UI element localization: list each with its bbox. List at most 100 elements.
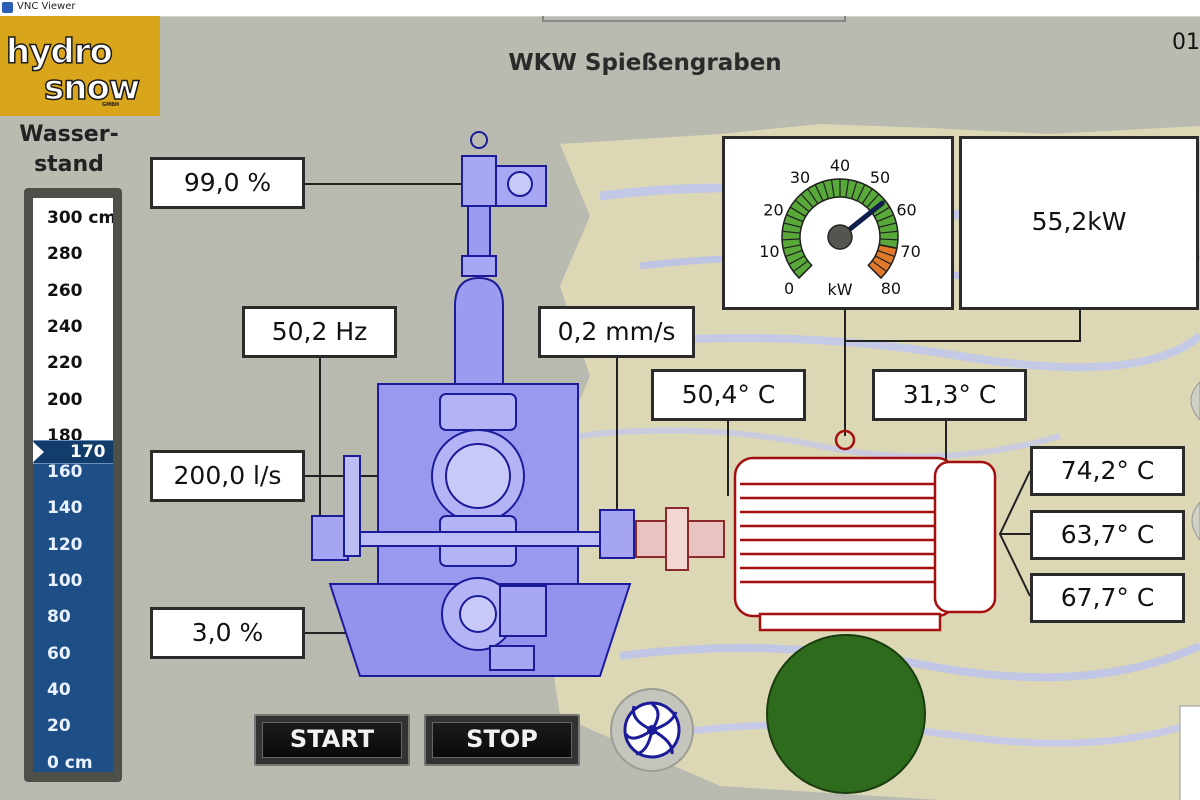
gauge-tick-label: 40: [830, 156, 850, 175]
window-titlebar: VNC Viewer: [0, 0, 1200, 17]
partial-round-button[interactable]: [1190, 381, 1200, 421]
water-level-tick: 240: [47, 316, 83, 337]
valve-top-opening-display: 99,0 %: [150, 157, 305, 209]
status-indicator-lamp: [766, 634, 926, 794]
turbine-runner-graphic: [623, 701, 681, 759]
right-edge-partial-elements: [1179, 381, 1200, 800]
gauge-tick-mark: [794, 199, 810, 213]
flow-value: 200,0 l/s: [173, 461, 282, 490]
water-level-label: Wasser- stand: [14, 120, 124, 180]
bypass-base: [489, 645, 535, 671]
turbine-runner-icon: [610, 688, 694, 772]
water-streak: [619, 642, 1200, 682]
penstock-pipe: [454, 276, 504, 387]
water-level-tick: 260: [47, 280, 83, 301]
water-level-tick: 40: [47, 679, 71, 700]
gauge-tick-label: 0: [784, 279, 794, 298]
start-button[interactable]: START: [254, 714, 410, 766]
stop-button-face: [432, 722, 572, 758]
bearing-temp-left-value: 50,4° C: [681, 380, 776, 409]
gauge-tick-mark: [788, 255, 806, 265]
bearing-right: [599, 509, 635, 559]
gauge-tick-mark: [876, 214, 894, 223]
gauge-tick-label: 80: [881, 279, 901, 298]
gauge-tick-mark: [874, 206, 891, 217]
gauge-tick-mark: [822, 181, 829, 199]
winding-temp-1-display: 74,2° C: [1030, 446, 1185, 496]
gauge-tick-mark: [874, 255, 892, 265]
bypass-valve-inner: [459, 595, 497, 633]
frequency-display: 50,2 Hz: [242, 306, 397, 358]
gauge-tick-mark: [879, 238, 898, 241]
vnc-toolbar-handle[interactable]: [542, 16, 846, 22]
clock-partial: 01: [1172, 30, 1200, 55]
partial-round-button[interactable]: [1191, 501, 1200, 541]
gauge-tick-mark: [830, 179, 835, 198]
water-level-tick: 220: [47, 353, 83, 374]
winding-temp-3-value: 67,7° C: [1060, 583, 1155, 612]
valve-motor-face: [507, 171, 533, 197]
winding-temp-3-display: 67,7° C: [1030, 573, 1185, 623]
generator: [733, 429, 997, 632]
gauge-tick-mark: [851, 181, 858, 199]
gauge-tick-mark: [782, 238, 801, 241]
gauge-tick-mark: [861, 188, 873, 205]
gauge-tick-label: 60: [896, 200, 916, 219]
gauge-tick-mark: [856, 184, 866, 202]
gauge-tick-label: 50: [870, 168, 890, 187]
water-level-tick: 160: [47, 462, 83, 483]
upper-flange: [439, 393, 517, 431]
gauge-tick-mark: [798, 264, 813, 279]
gauge-tick-mark: [866, 193, 880, 208]
valve-top-opening-value: 99,0 %: [183, 168, 272, 197]
gauge-tick-label: 10: [759, 242, 779, 261]
turbine-assembly: [311, 131, 661, 677]
window-title: VNC Viewer: [17, 1, 76, 12]
stem-coupling: [461, 255, 497, 277]
water-level-tick: 80: [47, 607, 71, 628]
logo-text-line2: snow: [43, 67, 141, 109]
water-streak: [599, 332, 1200, 372]
gauge-tick-mark: [782, 230, 801, 234]
water-level-marker: 170: [33, 439, 113, 464]
connector-line: [845, 308, 1081, 342]
lifting-eye: [834, 429, 856, 451]
logo-text-line1: hydro: [5, 31, 113, 73]
water-streak: [579, 427, 1061, 460]
start-button-face: [262, 722, 402, 758]
frequency-value: 50,2 Hz: [271, 317, 368, 346]
fan-cover: [933, 460, 997, 614]
water-level-tick: 280: [47, 244, 83, 265]
stop-button[interactable]: STOP: [424, 714, 580, 766]
company-logo: hydro snow GMBH: [0, 16, 160, 116]
shaft-coupling: [635, 507, 725, 571]
gauge-hub: [827, 224, 853, 250]
flow-display: 200,0 l/s: [150, 450, 305, 502]
coupling-flange: [665, 507, 689, 571]
power-value: 55,2kW: [1031, 207, 1127, 236]
water-level-tick: 200: [47, 389, 83, 410]
gauge-tick-mark: [782, 244, 801, 249]
water-level-tick: 300 cm: [47, 208, 113, 228]
gauge-tick-mark: [814, 184, 824, 202]
bypass-actuator: [499, 585, 547, 637]
gauge-tick-mark: [785, 249, 803, 258]
stop-button-label: STOP: [466, 725, 538, 753]
gauge-tick-mark: [807, 188, 819, 205]
water-level-tick: 60: [47, 643, 71, 664]
vibration-value: 0,2 mm/s: [557, 317, 676, 346]
logo-text-line3: GMBH: [102, 102, 120, 108]
bearing-temp-right-display: 31,3° C: [872, 369, 1027, 421]
gauge-tick-mark: [879, 244, 898, 249]
gauge-tick-mark: [871, 260, 887, 273]
gauge-tick-label: 70: [900, 242, 920, 261]
bearing-temp-left-display: 50,4° C: [651, 369, 806, 421]
vibration-display: 0,2 mm/s: [538, 306, 695, 358]
gauge-tick-mark: [789, 206, 806, 217]
gauge-tick-mark: [793, 260, 809, 273]
winding-temp-2-value: 63,7° C: [1060, 520, 1155, 549]
vnc-app-icon: [2, 2, 13, 13]
